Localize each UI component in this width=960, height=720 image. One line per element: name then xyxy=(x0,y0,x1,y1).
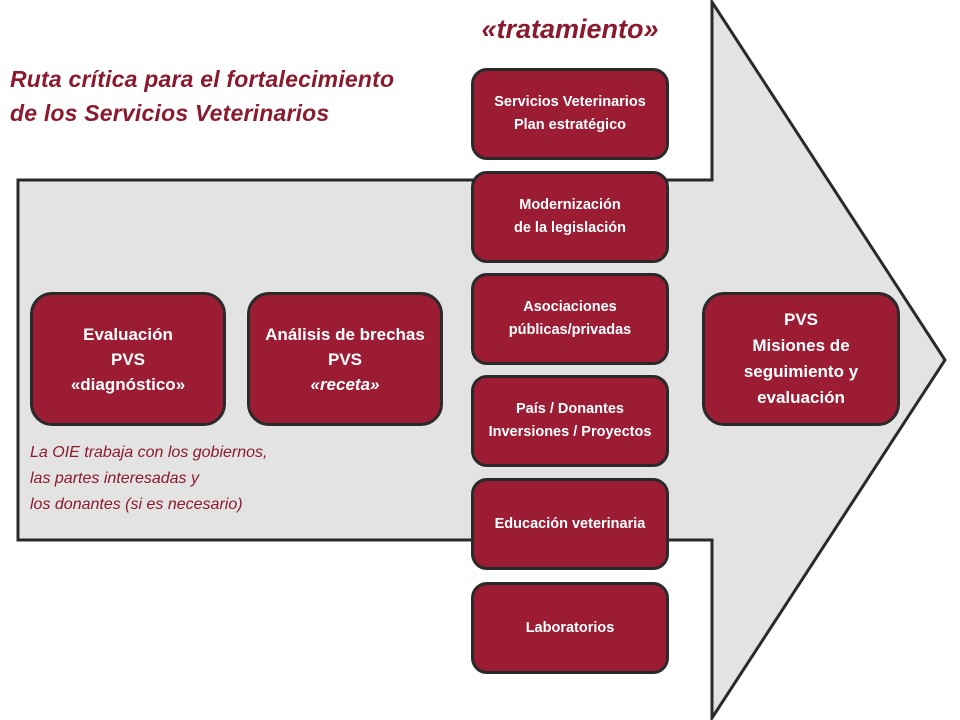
analisis-line-1: Análisis de brechas xyxy=(265,324,425,344)
evaluacion-line-2: PVS xyxy=(110,349,146,369)
pvs-seguimiento-box: PVS Misiones de seguimiento y evaluación xyxy=(702,292,900,426)
pvs-line-1: PVS xyxy=(783,310,819,329)
treatment-item-line-1: Laboratorios xyxy=(525,619,615,636)
analisis-box: Análisis de brechas PVS «receta» xyxy=(247,292,443,426)
note-line-3: los donantes (si es necesario) xyxy=(30,496,243,513)
title-line-2: de los Servicios Veterinarios xyxy=(10,100,330,126)
treatment-item-educacion: Educación veterinaria xyxy=(471,478,669,570)
treatment-item-line-2: públicas/privadas xyxy=(508,322,632,338)
treatment-item-line-1: Servicios Veterinarios xyxy=(494,94,646,110)
analisis-line-2: PVS xyxy=(327,349,363,369)
analisis-line-3: «receta» xyxy=(310,374,380,394)
page-title: Ruta crítica para el fortalecimiento de … xyxy=(10,62,394,130)
evaluacion-line-1: Evaluación xyxy=(83,324,173,344)
pvs-line-4: evaluación xyxy=(757,388,845,407)
treatment-item-laboratorios: Laboratorios xyxy=(471,582,669,674)
treatment-header: «tratamiento» xyxy=(481,14,659,44)
treatment-item-line-1: País / Donantes xyxy=(516,401,624,417)
treatment-item-line-2: de la legislación xyxy=(513,220,626,236)
pvs-line-3: seguimiento y xyxy=(743,362,859,381)
treatment-item-line-2: Plan estratégico xyxy=(513,117,626,133)
treatment-item-legislacion: Modernización de la legislación xyxy=(471,171,669,263)
treatment-item-line-2: Inversiones / Proyectos xyxy=(488,424,652,440)
treatment-item-asociaciones: Asociaciones públicas/privadas xyxy=(471,273,669,365)
treatment-item-line-1: Modernización xyxy=(519,197,621,213)
treatment-item-plan: Servicios Veterinarios Plan estratégico xyxy=(471,68,669,160)
note-line-2: las partes interesadas y xyxy=(30,470,199,487)
evaluacion-box: Evaluación PVS «diagnóstico» xyxy=(30,292,226,426)
title-line-1: Ruta crítica para el fortalecimiento xyxy=(10,66,395,92)
evaluacion-line-3: «diagnóstico» xyxy=(70,374,186,394)
treatment-item-donantes: País / Donantes Inversiones / Proyectos xyxy=(471,375,669,467)
treatment-item-line-1: Educación veterinaria xyxy=(494,515,646,532)
pvs-line-2: Misiones de xyxy=(752,336,850,355)
treatment-item-line-1: Asociaciones xyxy=(523,299,617,315)
note-line-1: La OIE trabaja con los gobiernos, xyxy=(30,444,268,461)
oie-note: La OIE trabaja con los gobiernos, las pa… xyxy=(30,440,267,518)
